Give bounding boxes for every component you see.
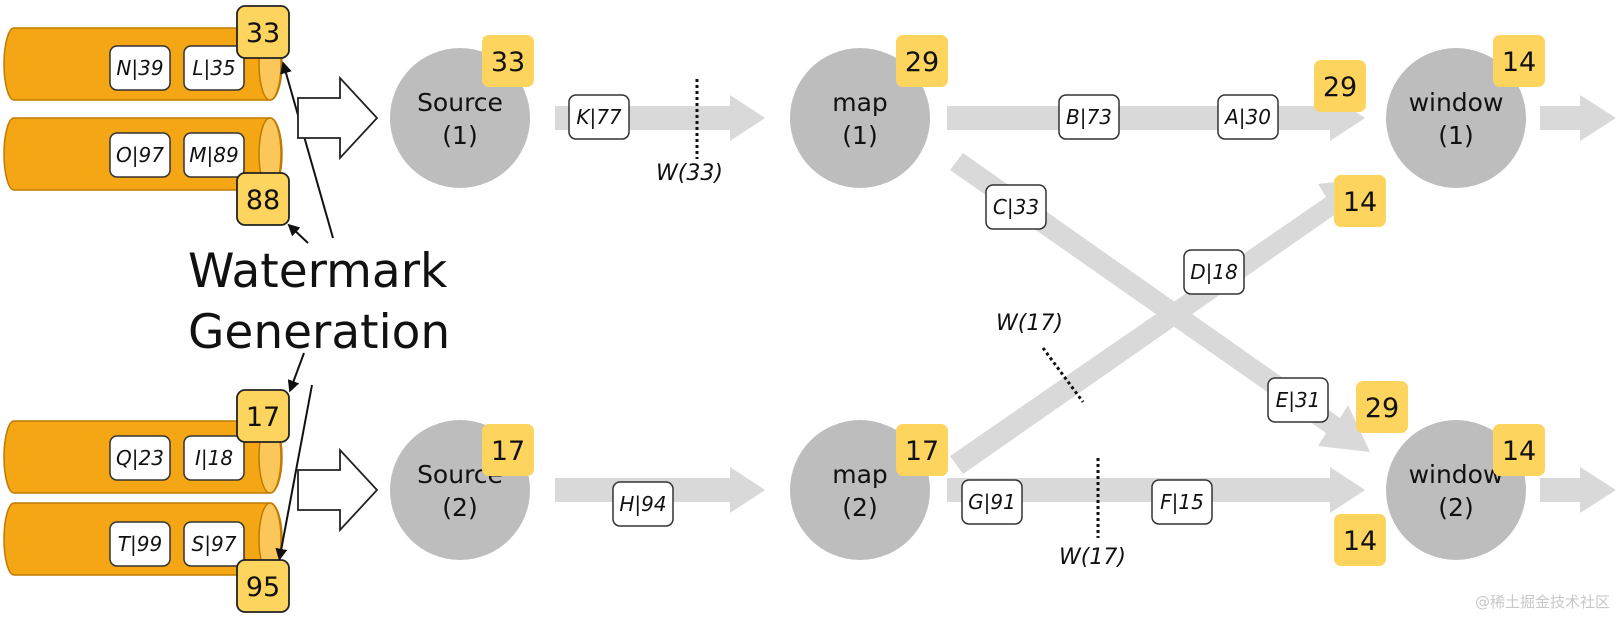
partition-event: L|35	[183, 45, 245, 91]
input-channel-watermark-badge: 14	[1334, 175, 1386, 227]
node-map-2: map (2)	[790, 420, 930, 560]
input-channel-watermark-badge: 29	[1356, 381, 1408, 433]
svg-text:(2): (2)	[842, 493, 877, 522]
svg-text:K|77: K|77	[576, 105, 622, 129]
svg-text:14: 14	[1343, 187, 1377, 218]
caption-line-2: Generation	[188, 305, 450, 360]
svg-text:14: 14	[1502, 47, 1536, 78]
svg-text:C|33: C|33	[993, 195, 1039, 219]
ingest-arrow	[297, 75, 379, 161]
partition-event: M|89	[183, 132, 245, 178]
input-channel-watermark-badge: 29	[1314, 60, 1366, 112]
svg-text:W(17): W(17)	[1059, 545, 1126, 570]
flow-event: A|30	[1217, 94, 1279, 140]
partition-event: T|99	[109, 521, 171, 567]
svg-text:29: 29	[905, 47, 939, 78]
svg-text:I|18: I|18	[195, 446, 233, 470]
svg-text:(1): (1)	[442, 121, 477, 150]
partition-watermark-badge: 88	[236, 172, 290, 226]
ingest-arrow	[297, 447, 379, 533]
svg-text:A|30: A|30	[1223, 105, 1271, 129]
caption-line-1: Watermark	[188, 244, 448, 299]
flow-event: D|18	[1183, 249, 1245, 295]
svg-text:window: window	[1409, 460, 1504, 489]
node-watermark-badge: 33	[482, 35, 534, 87]
svg-text:29: 29	[1365, 393, 1399, 424]
svg-text:F|15: F|15	[1160, 490, 1204, 514]
svg-text:G|91: G|91	[968, 490, 1016, 514]
flow-event: F|15	[1151, 479, 1213, 525]
svg-text:D|18: D|18	[1190, 260, 1238, 284]
flow-event: E|31	[1267, 377, 1329, 423]
svg-text:O|97: O|97	[116, 143, 164, 167]
watermark-marker: W(17)	[1059, 458, 1126, 570]
node-watermark-badge: 29	[896, 35, 948, 87]
svg-text:17: 17	[246, 402, 280, 433]
svg-text:M|89: M|89	[189, 143, 238, 167]
input-channel-watermark-badge: 14	[1334, 514, 1386, 566]
svg-text:S|97: S|97	[192, 532, 237, 556]
node-watermark-badge: 14	[1493, 35, 1545, 87]
svg-text:map: map	[832, 88, 888, 117]
svg-text:Source: Source	[417, 88, 503, 117]
svg-text:B|73: B|73	[1066, 105, 1112, 129]
svg-text:14: 14	[1502, 436, 1536, 467]
partition-event: N|39	[109, 45, 171, 91]
node-window-1: window (1)	[1386, 48, 1526, 188]
pointer-arrows	[275, 61, 334, 561]
svg-text:33: 33	[491, 47, 525, 78]
svg-text:window: window	[1409, 88, 1504, 117]
svg-text:L|35: L|35	[192, 56, 235, 80]
svg-text:33: 33	[246, 18, 280, 49]
svg-text:N|39: N|39	[116, 56, 163, 80]
svg-text:T|99: T|99	[118, 532, 162, 556]
svg-text:(1): (1)	[1438, 121, 1473, 150]
svg-text:W(33): W(33)	[656, 161, 723, 186]
svg-text:map: map	[832, 460, 888, 489]
svg-text:Q|23: Q|23	[116, 446, 164, 470]
partition-watermark-badge: 17	[236, 389, 290, 443]
partition-event: I|18	[183, 435, 245, 481]
svg-text:17: 17	[905, 436, 939, 467]
flow-event: C|33	[985, 184, 1047, 230]
node-window-2: window (2)	[1386, 420, 1526, 560]
svg-text:E|31: E|31	[1276, 388, 1321, 412]
node-watermark-badge: 17	[896, 424, 948, 476]
node-map-1: map (1)	[790, 48, 930, 188]
flow-arrows	[555, 95, 1616, 513]
svg-text:(2): (2)	[1438, 493, 1473, 522]
partition-event: S|97	[183, 521, 245, 567]
credit-watermark: @稀土掘金技术社区	[1475, 593, 1610, 611]
node-watermark-badge: 17	[482, 424, 534, 476]
svg-text:W(17): W(17)	[996, 311, 1063, 336]
flow-event: H|94	[612, 481, 674, 527]
svg-text:29: 29	[1323, 72, 1357, 103]
svg-text:14: 14	[1343, 526, 1377, 557]
partition-watermark-badge: 95	[236, 559, 290, 613]
svg-text:95: 95	[246, 572, 280, 603]
flow-event: B|73	[1058, 94, 1120, 140]
flow-event: K|77	[568, 94, 630, 140]
svg-text:H|94: H|94	[619, 492, 666, 516]
svg-text:88: 88	[246, 185, 280, 216]
svg-text:(2): (2)	[442, 493, 477, 522]
watermark-marker: W(17)	[996, 311, 1085, 403]
node-watermark-badge: 14	[1493, 424, 1545, 476]
partition-watermark-badge: 33	[236, 5, 290, 59]
flow-event: G|91	[961, 479, 1023, 525]
watermark-marker: W(33)	[656, 79, 723, 186]
svg-text:17: 17	[491, 436, 525, 467]
partition-event: Q|23	[109, 435, 171, 481]
svg-text:(1): (1)	[842, 121, 877, 150]
partition-event: O|97	[109, 132, 171, 178]
